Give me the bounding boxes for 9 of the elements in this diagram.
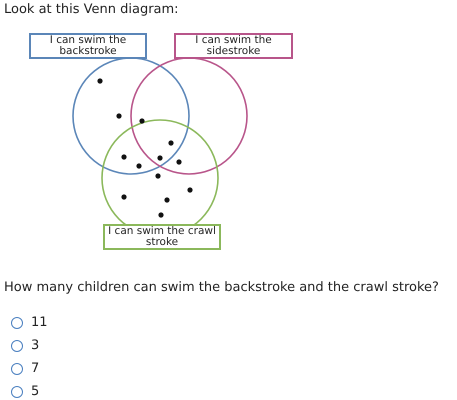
set-label: I can swim the crawl stroke: [103, 224, 221, 250]
answer-option: 3: [31, 338, 40, 353]
set-label: I can swim the backstroke: [29, 33, 147, 59]
question-text: How many children can swim the backstroke and the crawl stroke?: [4, 280, 439, 295]
answer-option: 11: [31, 315, 48, 330]
answer-option: 5: [31, 384, 40, 399]
answer-option: 7: [31, 361, 40, 376]
set-label: I can swim the sidestroke: [174, 33, 293, 59]
title: Look at this Venn diagram:: [4, 2, 179, 17]
